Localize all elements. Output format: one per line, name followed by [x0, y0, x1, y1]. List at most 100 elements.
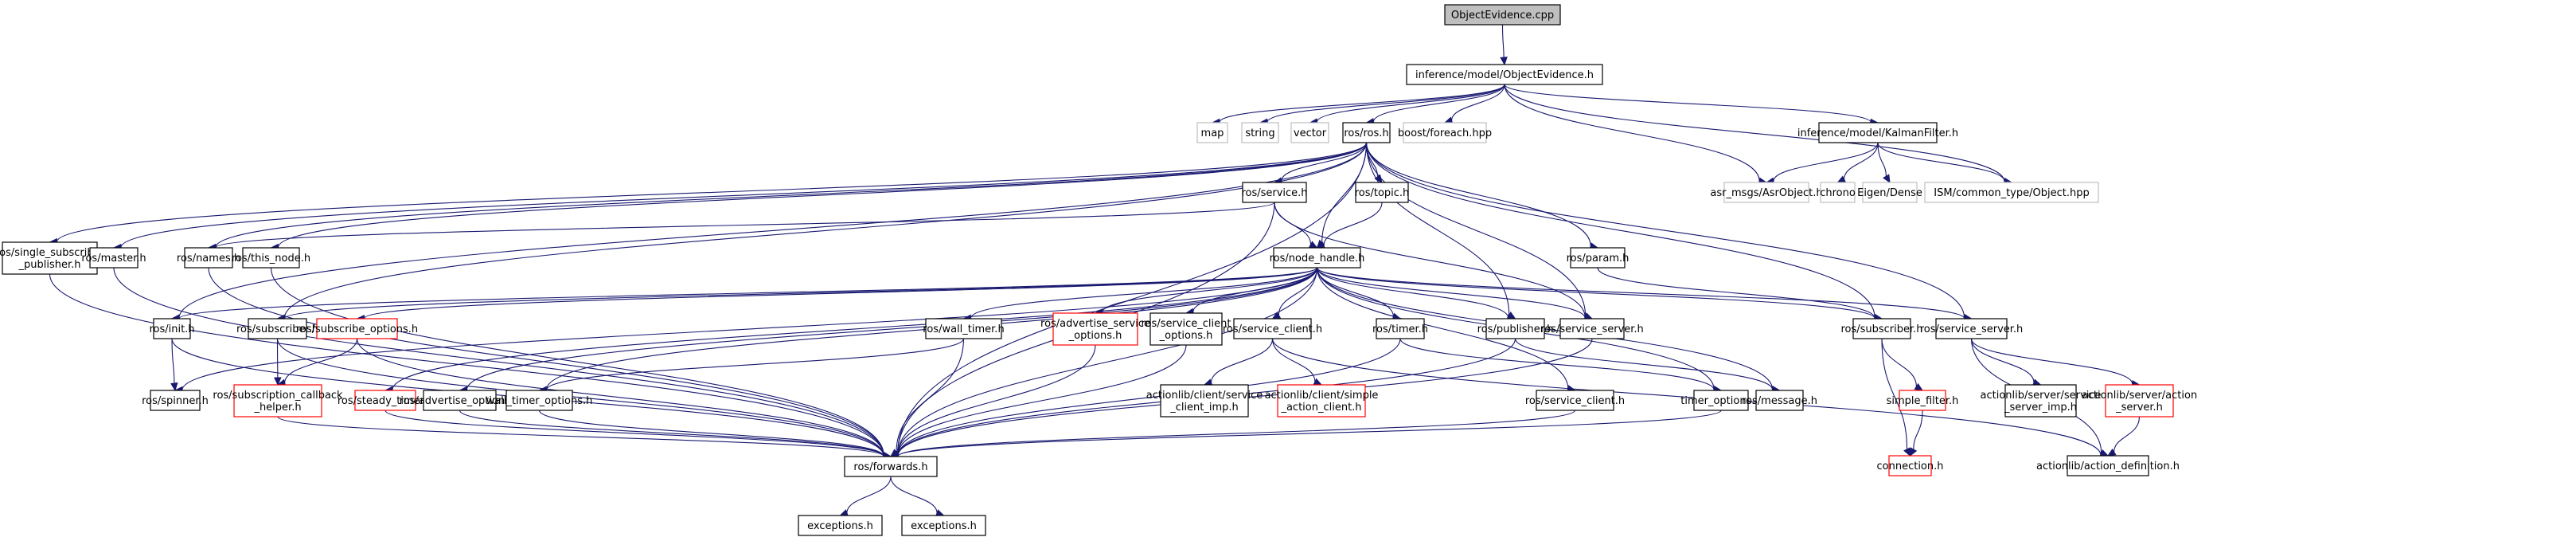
node-srvclient2[interactable]: ros/service_client.h	[1525, 390, 1625, 411]
edge-line	[466, 267, 1318, 390]
node-box	[1862, 182, 1918, 203]
node-oe[interactable]: inference/model/ObjectEvidence.h	[1406, 64, 1603, 85]
node-subopts[interactable]: ros/subscribe_options.h	[296, 318, 418, 339]
node-ssp[interactable]: ros/single_subscriber_publisher.h	[0, 241, 105, 275]
node-timer[interactable]: ros/timer.h	[1372, 318, 1428, 339]
node-label: ros/node_handle.h	[1270, 253, 1365, 265]
node-label: actionlib/action_definition.h	[2036, 461, 2180, 472]
node-timeropts[interactable]: timer_options.h	[1680, 390, 1762, 411]
node-box	[1406, 64, 1603, 85]
node-box	[2067, 455, 2149, 476]
node-advopts[interactable]: ros/advertise_options.h	[400, 390, 521, 411]
node-service[interactable]: ros/service.h	[1241, 182, 1308, 203]
arrowhead-icon	[1909, 447, 1918, 457]
node-box	[89, 247, 139, 269]
node-label: ros/wall_timer.h	[923, 323, 1004, 335]
node-label: _server_imp.h	[2004, 402, 2077, 414]
node-label: boost/foreach.hpp	[1398, 127, 1492, 139]
node-label: ISM/common_type/Object.hpp	[1934, 187, 2089, 199]
node-label: ros/service_client.h	[1223, 323, 1322, 335]
node-publisher[interactable]: ros/publisher.h	[1477, 318, 1554, 339]
edge-line	[1504, 84, 2005, 182]
node-srvserver2[interactable]: ros/service_server.h	[1920, 318, 2024, 339]
edge-line	[897, 410, 1576, 457]
node-subscriber[interactable]: ros/subscriber.h	[236, 318, 318, 339]
edge-actionserver-to-actiondef	[2106, 416, 2141, 457]
node-exc2[interactable]: exceptions.h	[901, 515, 986, 536]
node-box	[184, 247, 233, 269]
node-root[interactable]: ObjectEvidence.cpp	[1444, 4, 1561, 25]
edge-line	[1881, 338, 1917, 387]
edge-line	[1102, 267, 1318, 313]
node-advsrvopts[interactable]: ros/advertise_service_options.h	[1040, 312, 1150, 346]
node-label: ros/steady_timer.h	[338, 395, 433, 407]
edge-line	[1281, 142, 1368, 182]
node-scimp[interactable]: actionlib/client/service_client_imp.h	[1146, 384, 1263, 418]
node-forwards[interactable]: ros/forwards.h	[844, 456, 938, 477]
node-exc1[interactable]: exceptions.h	[798, 515, 883, 536]
node-ismobj: ISM/common_type/Object.hpp	[1924, 182, 2099, 203]
node-label: ros/names.h	[177, 253, 240, 265]
node-srvserver[interactable]: ros/service_server.h	[1540, 318, 1644, 339]
node-box	[1355, 182, 1409, 203]
node-sac[interactable]: actionlib/client/simple_action_client.h	[1265, 384, 1379, 418]
node-init[interactable]: ros/init.h	[149, 318, 195, 339]
edge-line	[897, 267, 1318, 456]
edge-nodehandle-to-timer	[1316, 267, 1402, 320]
edge-kalman-to-asrobj	[1765, 142, 1879, 186]
edge-subopts-to-subcbhelper	[276, 338, 358, 386]
node-box	[2105, 384, 2174, 418]
edge-oe-to-map	[1211, 84, 1505, 127]
edge-timer-to-timeropts	[1399, 338, 1723, 394]
node-message[interactable]: ros/message.h	[1742, 390, 1817, 411]
edge-oe-to-ros	[1365, 84, 1505, 126]
edge-oe-to-asrobj	[1504, 84, 1768, 185]
edge-line	[1365, 142, 1965, 318]
node-ros[interactable]: ros/ros.h	[1342, 122, 1391, 143]
edge-service-to-names	[207, 202, 1275, 252]
node-label: inference/model/KalmanFilter.h	[1797, 127, 1958, 139]
edge-line	[363, 267, 1318, 320]
node-connection[interactable]: connection.h	[1877, 455, 1944, 476]
node-actionserver[interactable]: actionlib/server/action_server.h	[2082, 384, 2197, 418]
edge-subscriber-to-subcbhelper	[274, 338, 282, 386]
node-steadytimer[interactable]: ros/steady_timer.h	[338, 390, 433, 411]
edge-ros-to-init	[170, 142, 1368, 323]
node-actiondef[interactable]: actionlib/action_definition.h	[2036, 455, 2180, 476]
node-label: _action_client.h	[1280, 402, 1361, 414]
edge-forwards-to-exc1	[839, 476, 892, 517]
node-srvclient[interactable]: ros/service_client.h	[1223, 318, 1322, 339]
node-box	[1160, 384, 1249, 418]
edge-kalman-to-chrono	[1836, 142, 1879, 183]
node-master[interactable]: ros/master.h	[81, 247, 146, 269]
node-kalman[interactable]: inference/model/KalmanFilter.h	[1797, 122, 1958, 143]
edge-line	[1451, 84, 1505, 121]
node-spinner[interactable]: ros/spinner.h	[142, 390, 209, 411]
node-ssimp[interactable]: actionlib/server/service_server_imp.h	[1981, 384, 2102, 418]
node-nodehandle[interactable]: ros/node_handle.h	[1270, 247, 1365, 269]
node-box	[505, 390, 573, 411]
node-walltimeropts[interactable]: wall_timer_options.h	[486, 390, 593, 411]
node-topic[interactable]: ros/topic.h	[1355, 182, 1410, 203]
node-label: simple_filter.h	[1887, 395, 1959, 407]
edge-line	[970, 267, 1318, 319]
node-label: ros/single_subscriber	[0, 247, 105, 259]
edge-line	[1844, 142, 1879, 180]
node-param[interactable]: ros/param.h	[1567, 247, 1630, 269]
node-box	[1273, 247, 1361, 269]
edge-line	[384, 410, 884, 457]
node-box	[1820, 182, 1856, 203]
node-names[interactable]: ros/names.h	[177, 247, 240, 269]
node-walltimer[interactable]: ros/wall_timer.h	[923, 318, 1005, 339]
node-label: ros/forwards.h	[853, 461, 927, 473]
node-srvclientopts[interactable]: ros/service_client_options.h	[1142, 312, 1231, 346]
edge-line	[49, 273, 884, 457]
node-subcbhelper[interactable]: ros/subscription_callback_helper.h	[213, 384, 343, 418]
edge-srvserver2-to-ssimp	[1970, 338, 2042, 386]
node-label: string	[1245, 127, 1274, 139]
node-simplefilter[interactable]: simple_filter.h	[1887, 390, 1959, 411]
node-box	[1899, 390, 1946, 411]
node-subscriber2[interactable]: ros/subscriber.h	[1840, 318, 1923, 339]
node-thisnode[interactable]: ros/this_node.h	[232, 247, 310, 269]
edge-line	[2113, 416, 2141, 453]
